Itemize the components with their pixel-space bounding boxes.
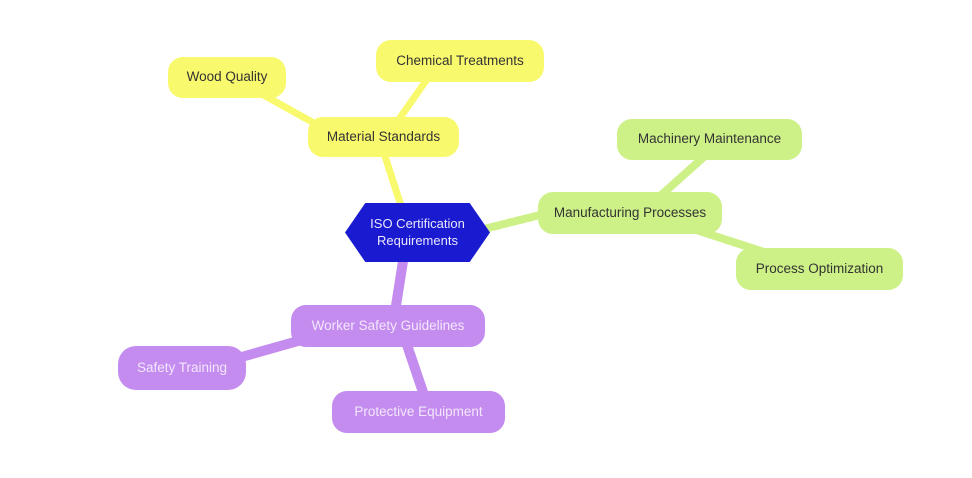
node-manufacturing-processes: Manufacturing Processes — [538, 192, 722, 234]
edge-center-manufacturing-processes — [476, 209, 552, 234]
node-protective-equipment: Protective Equipment — [332, 391, 505, 433]
edge-manufacturing-machinery-maintenance — [654, 151, 710, 202]
node-iso-certification-requirements: ISO Certification Requirements — [345, 203, 490, 262]
edge-worker-safety-protective-equipment — [401, 337, 430, 403]
edge-center-material-standards — [379, 146, 407, 216]
node-chemical-treatments: Chemical Treatments — [376, 40, 544, 82]
node-machinery-maintenance: Machinery Maintenance — [617, 119, 802, 160]
edge-worker-safety-safety-training — [233, 336, 303, 363]
node-wood-quality: Wood Quality — [168, 57, 286, 98]
node-worker-safety-guidelines: Worker Safety Guidelines — [291, 305, 485, 347]
node-process-optimization: Process Optimization — [736, 248, 903, 290]
edge-material-standards-chemical-treatments — [393, 71, 434, 126]
node-safety-training: Safety Training — [118, 346, 246, 390]
edge-center-worker-safety-guidelines — [390, 250, 409, 317]
node-material-standards: Material Standards — [308, 117, 459, 157]
